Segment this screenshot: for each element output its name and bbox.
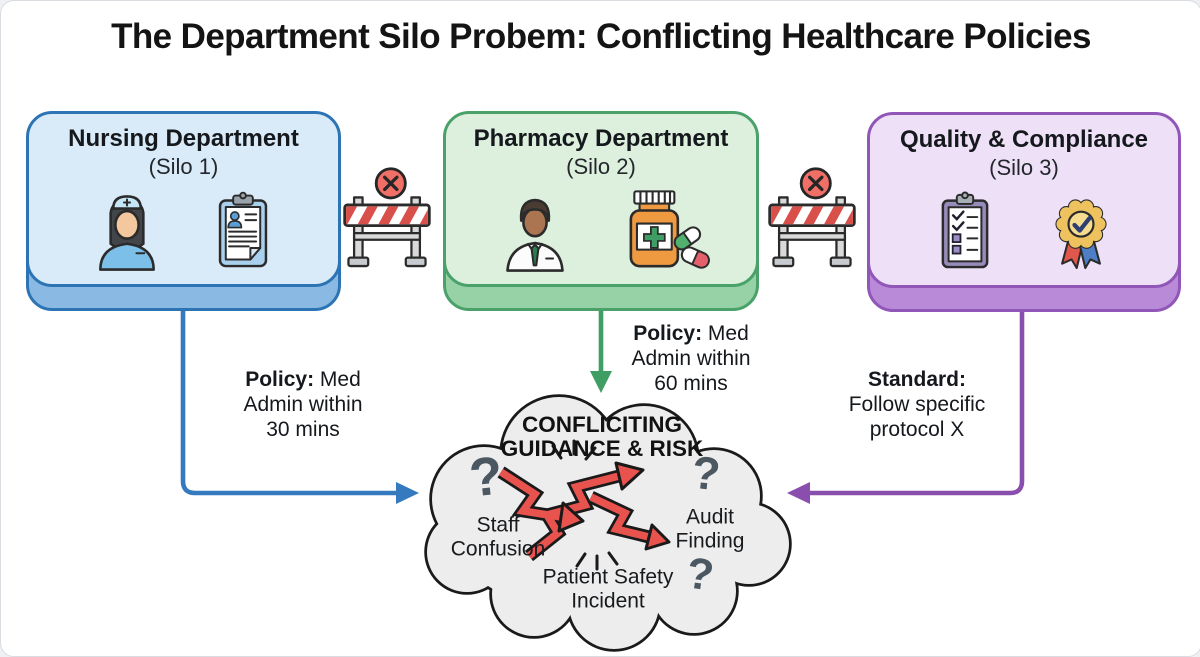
note-line3: 30 mins	[266, 418, 340, 441]
nursing-department-box: Nursing Department (Silo 1)	[26, 111, 341, 311]
note-lead: Policy:	[245, 368, 315, 391]
cloud-title-line2: GUIDANCE & RISK	[500, 435, 704, 461]
quality-compliance-box: Quality & Compliance (Silo 3)	[867, 112, 1181, 312]
nursing-policy-note: Policy: Med Admin within 30 mins	[193, 367, 413, 442]
award-ribbon-icon	[1055, 199, 1107, 270]
medicine-bottle-icon	[629, 190, 710, 269]
box-face: Quality & Compliance (Silo 3)	[867, 112, 1181, 288]
staff-confusion-label: Staff Confusion	[450, 513, 546, 561]
note-line2: Follow specific	[848, 393, 986, 416]
roadblock-barrier-icon	[343, 167, 431, 268]
nurse-icon	[98, 195, 155, 271]
note-line2: Admin within	[243, 393, 363, 416]
cloud-graphic	[424, 394, 792, 652]
box-face: Nursing Department (Silo 1)	[26, 111, 341, 287]
note-lead: Standard:	[867, 368, 966, 391]
note-lead: Policy:	[633, 322, 703, 345]
question-mark-icon: ?	[466, 445, 506, 509]
x-circle-icon	[374, 167, 407, 200]
department-silo: (Silo 3)	[989, 155, 1059, 180]
roadblock-barrier-icon	[768, 167, 856, 268]
note-line3: protocol X	[869, 418, 965, 441]
note-line1: Med	[314, 368, 361, 391]
note-line1: Med	[702, 322, 749, 345]
conflict-cloud: CONFLICITING GUIDANCE & RISK Staff Confu…	[409, 384, 804, 654]
department-name: Pharmacy Department	[473, 125, 729, 152]
patient-chart-icon	[218, 191, 267, 268]
box-face: Pharmacy Department (Silo 2)	[443, 111, 759, 287]
spark-marks	[551, 439, 619, 571]
patient-safety-label: Patient Safety Incident	[542, 565, 674, 613]
department-name: Quality & Compliance	[899, 126, 1149, 153]
department-silo: (Silo 1)	[148, 154, 219, 179]
checklist-icon	[941, 191, 989, 269]
note-line2: Admin within	[631, 347, 751, 370]
pharmacist-icon	[506, 198, 564, 272]
department-silo: (Silo 2)	[566, 154, 636, 179]
audit-finding-label: Audit Finding	[675, 505, 745, 553]
pharmacy-department-box: Pharmacy Department (Silo 2)	[443, 111, 759, 311]
cloud-title-line1: CONFLICITING	[522, 411, 682, 437]
department-name: Nursing Department	[68, 125, 299, 152]
pharmacy-policy-note: Policy: Med Admin within 60 mins	[596, 321, 786, 396]
page-title: The Department Silo Probem: Conflicting …	[111, 17, 1091, 56]
x-circle-icon	[799, 167, 832, 200]
quality-standard-note: Standard: Follow specific protocol X	[807, 367, 1027, 442]
note-line3: 60 mins	[654, 372, 728, 395]
question-mark-icon: ?	[689, 445, 723, 501]
risk-zigzag-arrows	[497, 461, 671, 562]
